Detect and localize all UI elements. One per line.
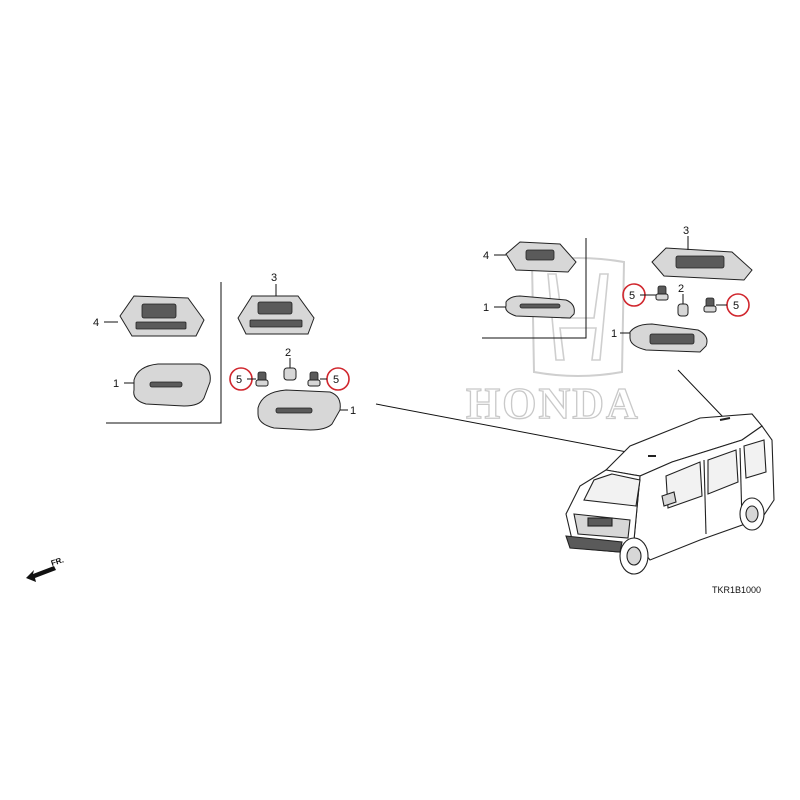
callout-4-left: 4 bbox=[93, 317, 99, 329]
part-1-lens-right bbox=[505, 295, 575, 319]
callout-5-left-a: 5 bbox=[236, 374, 242, 386]
part-3-room-light-base bbox=[237, 295, 315, 335]
part-5-bulb-right-a bbox=[655, 285, 669, 301]
callout-5-left-b: 5 bbox=[333, 374, 339, 386]
callout-3-right: 3 bbox=[683, 225, 689, 237]
part-4-map-light-base bbox=[119, 295, 205, 337]
part-5-bulb-left-a bbox=[255, 371, 269, 387]
part-3-room-light-base-right bbox=[651, 247, 753, 281]
leader-line-right bbox=[677, 369, 725, 419]
diagram-code: TKR1B1000 bbox=[712, 585, 761, 595]
callout-5-right-b: 5 bbox=[733, 300, 739, 312]
callout-1-right-b: 1 bbox=[611, 328, 617, 340]
part-5-bulb-left-b bbox=[307, 371, 321, 387]
part-2-bulb-right bbox=[677, 303, 689, 317]
part-5-bulb-right-b bbox=[703, 297, 717, 313]
callout-2-left: 2 bbox=[285, 347, 291, 359]
callout-3-left: 3 bbox=[271, 272, 277, 284]
left-part-group: 4 1 3 2 5 5 bbox=[93, 272, 356, 431]
part-1-lens-right-b bbox=[629, 323, 708, 353]
right-part-group: 4 1 3 2 5 5 bbox=[482, 225, 753, 353]
honda-watermark-text: HONDA bbox=[466, 379, 640, 428]
car-illustration bbox=[565, 413, 775, 575]
right-bracket-line-a bbox=[482, 238, 587, 339]
part-1-lens-left bbox=[133, 363, 211, 407]
honda-watermark-logo: HONDA bbox=[465, 257, 640, 429]
leader-line-left bbox=[375, 403, 649, 457]
front-direction-arrow: FR. bbox=[26, 555, 65, 582]
callout-2-right: 2 bbox=[678, 283, 684, 295]
callout-5-right-a: 5 bbox=[629, 290, 635, 302]
callout-1-right-a: 1 bbox=[483, 302, 489, 314]
callout-1-left-a: 1 bbox=[113, 378, 119, 390]
front-indicator-label: FR. bbox=[50, 555, 65, 568]
part-2-bulb-left bbox=[283, 367, 297, 381]
callout-1-left-b: 1 bbox=[350, 405, 356, 417]
part-1-lens-left-b bbox=[257, 389, 341, 431]
callout-4-right: 4 bbox=[483, 250, 489, 262]
part-4-map-light-base-right bbox=[505, 241, 577, 273]
